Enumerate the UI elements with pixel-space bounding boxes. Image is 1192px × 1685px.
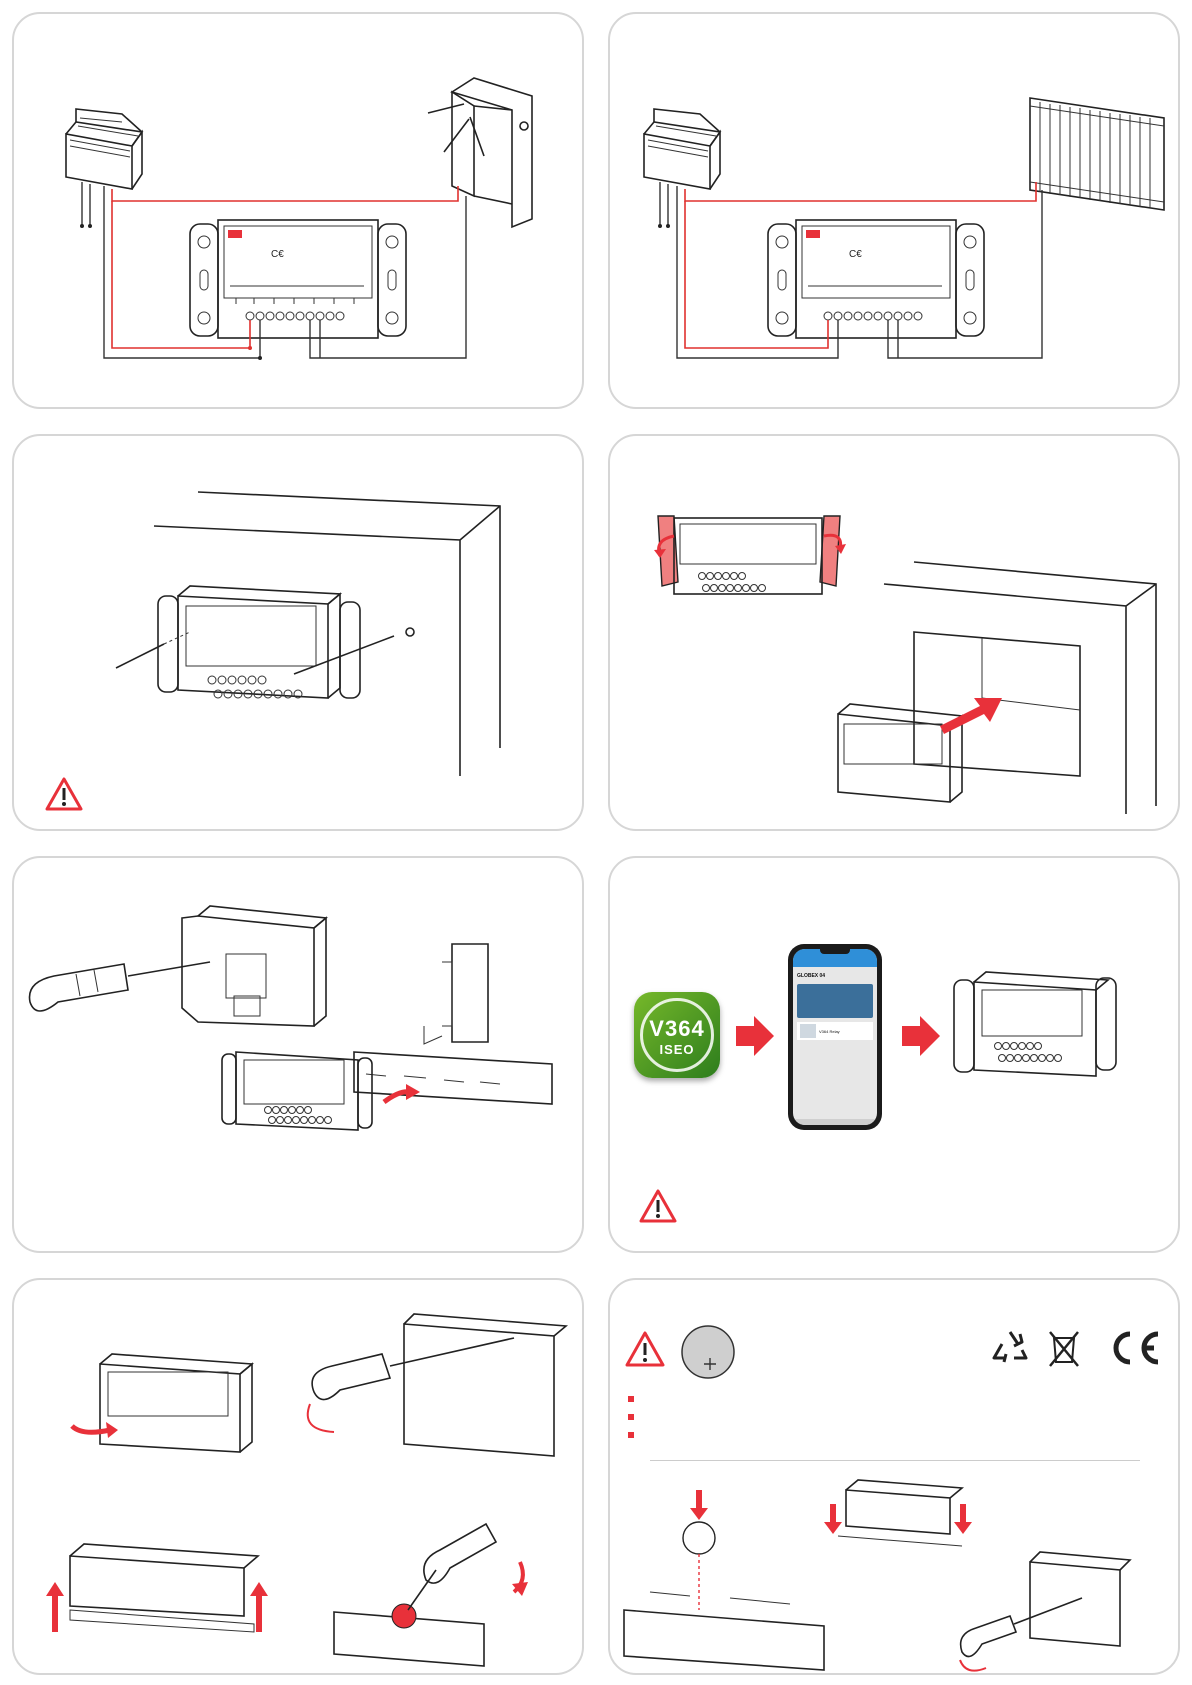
svg-text:C€: C€ <box>849 249 862 260</box>
relay-unit-with-ears <box>654 516 846 594</box>
relay-unit: C€ <box>768 220 984 338</box>
screwdriver-icon <box>30 962 211 1011</box>
panel-wiring-gate: C€ <box>608 12 1180 409</box>
panel-din-rail <box>12 856 584 1253</box>
gate-device <box>1030 98 1164 210</box>
battery-replace-illustration <box>610 1280 1180 1675</box>
case-lid-lift <box>46 1544 268 1632</box>
battery-replace-board <box>334 1524 528 1666</box>
relay-unit-box <box>838 704 962 802</box>
relay-unit <box>222 1052 372 1130</box>
din-clip-side <box>424 944 488 1044</box>
panel-box-mount <box>608 434 1180 831</box>
power-supply-module <box>644 109 720 228</box>
wiring-diagram-gate: C€ <box>610 14 1180 409</box>
svg-text:C€: C€ <box>271 249 284 260</box>
warning-icon <box>638 1188 678 1224</box>
wiring-diagram-turnstile: C€ <box>14 14 584 409</box>
relay-unit: C€ <box>190 220 406 338</box>
wall-mount-illustration <box>14 436 584 831</box>
panel-battery <box>608 1278 1180 1675</box>
turnstile-device <box>428 78 532 227</box>
relay-unit-paired <box>610 858 1180 1253</box>
din-clip-back <box>182 906 326 1026</box>
panel-wall-mount <box>12 434 584 831</box>
warning-icon <box>44 776 84 812</box>
panel-app-pairing: V364 ISEO GLOBEX 04 V364 Relay <box>608 856 1180 1253</box>
open-case-illustration <box>14 1280 584 1675</box>
relay-unit-closed <box>72 1354 252 1452</box>
panel-open-case <box>12 1278 584 1675</box>
screw-left <box>116 632 190 668</box>
panel-wiring-turnstile: C€ <box>12 12 584 409</box>
box-mount-illustration <box>610 436 1180 831</box>
case-back-screw <box>308 1314 566 1456</box>
relay-unit <box>158 586 360 698</box>
din-rail-illustration <box>14 858 584 1253</box>
din-rail <box>354 1052 552 1104</box>
screw-right <box>294 628 414 674</box>
